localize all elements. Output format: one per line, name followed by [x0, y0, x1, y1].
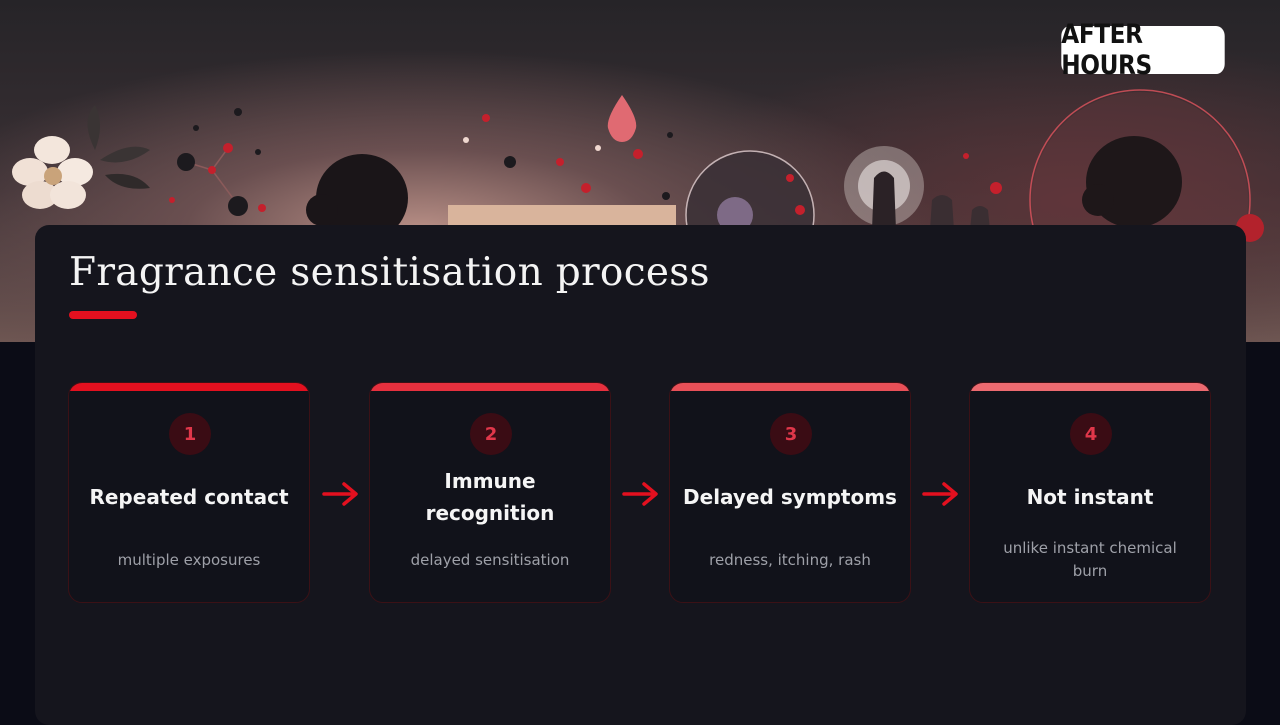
- step-card-2: 2 Immune recognition delayed sensitisati…: [369, 382, 611, 603]
- step-number-badge: 4: [1070, 413, 1112, 455]
- blood-drop-illustration: [607, 95, 637, 142]
- person-illustration-left: [306, 154, 408, 242]
- step-description: redness, itching, rash: [709, 550, 871, 569]
- people-silhouettes: [844, 146, 990, 230]
- card-accent-bar: [970, 383, 1210, 391]
- step-card-1: 1 Repeated contact multiple exposures: [68, 382, 310, 603]
- step-description: delayed sensitisation: [410, 550, 570, 569]
- molecule-cluster-center: [463, 114, 673, 214]
- card-accent-bar: [69, 383, 309, 391]
- step-title: Immune recognition: [425, 469, 555, 525]
- step-card-3: 3 Delayed symptoms redness, itching, ras…: [669, 382, 911, 603]
- step-description: unlike instant chemical burn: [1003, 539, 1177, 580]
- step-description: multiple exposures: [117, 550, 261, 569]
- slide-title: Fragrance sensitisation process: [69, 250, 710, 295]
- arrow-right-icon: [322, 482, 358, 506]
- step-number-badge: 3: [770, 413, 812, 455]
- title-underline: [69, 311, 137, 319]
- step-number-badge: 2: [470, 413, 512, 455]
- card-accent-bar: [370, 383, 610, 391]
- brand-badge: AFTER HOURS: [1061, 19, 1225, 81]
- molecule-cluster-left: [169, 108, 266, 216]
- arrow-right-icon: [922, 482, 958, 506]
- step-title: Repeated contact: [89, 485, 289, 509]
- flower-illustration: [12, 105, 150, 209]
- step-card-4: 4 Not instant unlike instant chemical bu…: [969, 382, 1211, 603]
- arrow-right-icon: [622, 482, 658, 506]
- step-title: Delayed symptoms: [683, 485, 897, 509]
- step-title: Not instant: [1026, 485, 1154, 509]
- step-number-badge: 1: [169, 413, 211, 455]
- card-accent-bar: [670, 383, 910, 391]
